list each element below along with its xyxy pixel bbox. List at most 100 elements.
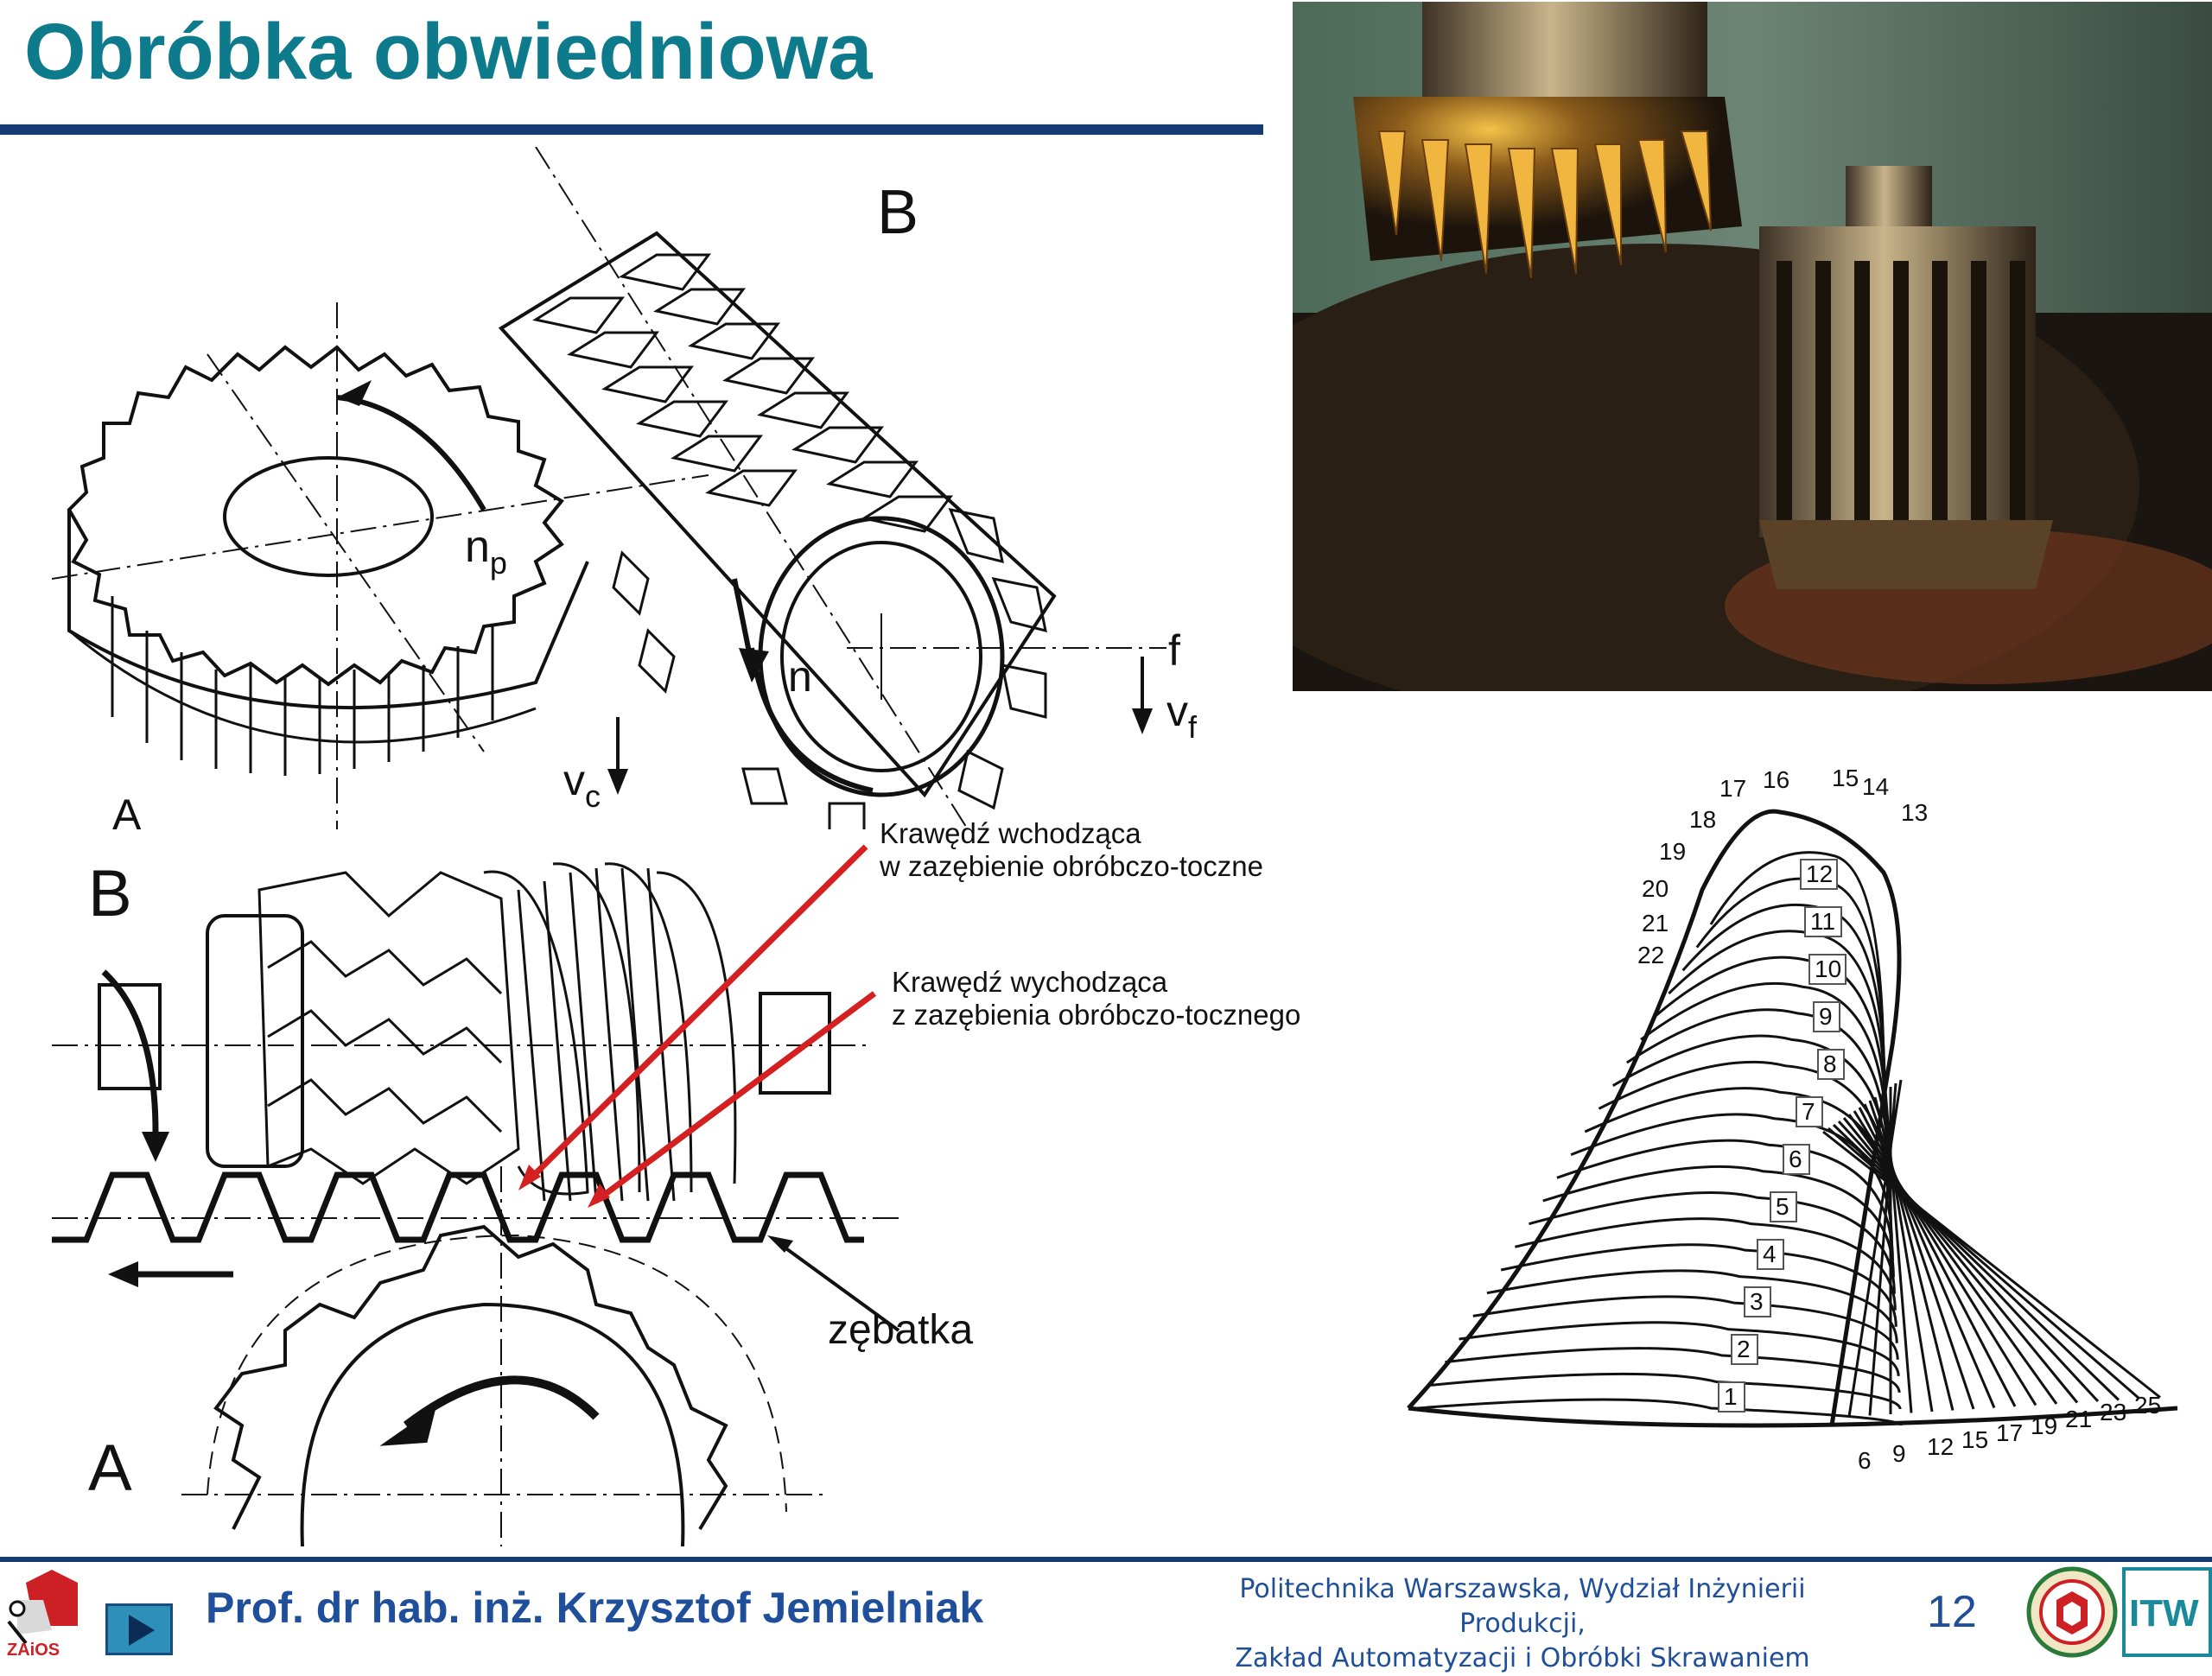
hob-gear-diagram: B np n f vf vc A [52,147,1198,829]
rack-label-zebatka: zębatka [828,1307,973,1353]
chip-contour-line [1640,981,1890,1163]
chip-outer-label: 16 [1763,766,1789,793]
itw-logo: ITW [2122,1567,2212,1657]
chip-contour-line [1709,851,1885,1081]
chip-inner-label-text: 7 [1802,1098,1815,1125]
chip-outer-label: 15 [1832,765,1859,791]
chip-inner-label-text: 12 [1806,860,1833,887]
entry-edge-arrow [524,844,868,1184]
hob-label-vc-sub: c [585,778,601,814]
chip-contour-line [1431,1372,1902,1410]
chip-bottom-label: 6 [1858,1447,1872,1474]
chip-inner-label-text: 1 [1724,1383,1738,1410]
chip-fan-line [1863,1103,1996,1409]
chip-inner-label: 5 [1770,1191,1797,1222]
chip-contour-line [1416,1398,1903,1426]
workpiece-gear [52,302,709,829]
chip-inner-label: 7 [1796,1096,1823,1127]
title-divider [0,124,1263,135]
chip-contour-line [1486,1269,1898,1343]
chip-inner-label: 8 [1817,1049,1845,1080]
chip-fan-line [1868,1100,1975,1410]
chip-inner-label: 4 [1757,1239,1784,1270]
chip-bottom-label: 23 [2100,1399,2126,1425]
chip-inner-label: 6 [1783,1144,1810,1175]
hob-label-n: n [788,652,812,701]
svg-text:vc: vc [563,756,601,814]
chip-fan-line [1847,1114,2058,1405]
chip-inner-label: 12 [1800,859,1838,890]
slide-title: Obróbka obwiedniowa [24,8,873,96]
chip-inner-label-text: 5 [1776,1193,1789,1220]
chip-contour-line [1584,1087,1893,1228]
workpiece-half-gear [213,1224,728,1531]
chip-contour-line [1459,1321,1900,1376]
chip-contour-line [1681,904,1887,1114]
chip-contour-line [1570,1113,1894,1245]
chip-inner-label: 11 [1804,906,1842,937]
chip-inner-label-text: 2 [1737,1336,1751,1362]
chip-inner-label: 10 [1808,954,1847,985]
chip-bottom-label: 21 [2065,1406,2092,1432]
hob-shaft-right [759,992,831,1095]
rack-label-a: A [88,1432,132,1505]
annotation-exit-line1: Krawędź wychodząca [892,966,1168,998]
chip-bottom-label: 19 [2031,1413,2057,1439]
hob-label-vf: v [1166,687,1188,735]
footer-divider [0,1557,2212,1562]
chip-contour-line [1668,930,1888,1130]
chip-inner-label-text: 8 [1823,1051,1837,1077]
chip-inner-label-text: 4 [1763,1241,1777,1267]
chip-fan-line [1832,1123,2120,1401]
chip-outer-label: 13 [1901,799,1928,826]
annotation-entry-line1: Krawędź wchodząca [880,821,1141,849]
chip-inner-label: 1 [1718,1381,1745,1413]
chip-contour-line [1514,1217,1897,1311]
chip-fan-line [1842,1117,2079,1404]
footer-author: Prof. dr hab. inż. Krzysztof Jemielniak [206,1584,984,1632]
hob-label-np-sub: p [490,545,507,581]
zaios-logo: ZAiOS [7,1570,78,1659]
chip-fan-line [1837,1120,2100,1403]
chip-contour-line [1529,1191,1896,1294]
chip-contour-line [1542,1165,1895,1278]
chip-outer-label: 21 [1642,910,1669,936]
zaios-logo-text: ZAiOS [7,1641,60,1659]
chip-fan-line [1827,1127,2140,1400]
chip-inner-label-text: 11 [1810,908,1835,935]
svg-text:np: np [465,522,507,581]
chip-inner-label-text: 3 [1750,1288,1764,1315]
footer-institution: Politechnika Warszawska, Wydział Inżynie… [1185,1572,1859,1676]
rack-label-b: B [88,857,132,930]
chip-contour-line [1472,1295,1899,1360]
chip-inner-label-text: 10 [1815,955,1841,982]
chip-fan-line [1853,1110,2037,1406]
itw-logo-text: ITW [2129,1592,2199,1635]
chip-contour-line [1556,1139,1894,1261]
chip-inner-label-text: 6 [1789,1146,1802,1172]
chip-fan-line [1873,1096,1955,1411]
play-button[interactable] [105,1603,173,1655]
chip-contour-line [1445,1347,1901,1393]
chip-outer-label: 22 [1637,942,1664,968]
chip-bottom-label: 17 [1996,1419,2023,1446]
annotation-entry-line2: w zazębienie obróbczo-toczne [879,850,1263,882]
hob-label-np: n [465,522,490,572]
hob-label-vf-sub: f [1188,709,1198,745]
chip-outer-label: 20 [1642,875,1669,902]
chip-fan-lines [1822,1079,2161,1418]
annotation-exit-line2: z zazębienia obróbczo-tocznego [892,999,1300,1031]
footer-institution-line2: Zakład Automatyzacji i Obróbki Skrawanie… [1235,1643,1810,1673]
chip-bottom-label: 9 [1892,1440,1906,1467]
hob-cutter [498,147,1166,829]
chip-inner-label: 2 [1731,1334,1758,1365]
chip-fan-line [1822,1130,2161,1399]
chip-inner-label-text: 9 [1819,1003,1833,1030]
chip-outer-label: 14 [1862,773,1889,800]
footer-institution-line1: Politechnika Warszawska, Wydział Inżynie… [1239,1574,1806,1639]
exit-edge-arrow [594,991,877,1203]
hob-label-a-partial: A [112,790,142,829]
hob-label-f: f [1168,626,1180,675]
rack-profile [52,1171,864,1243]
